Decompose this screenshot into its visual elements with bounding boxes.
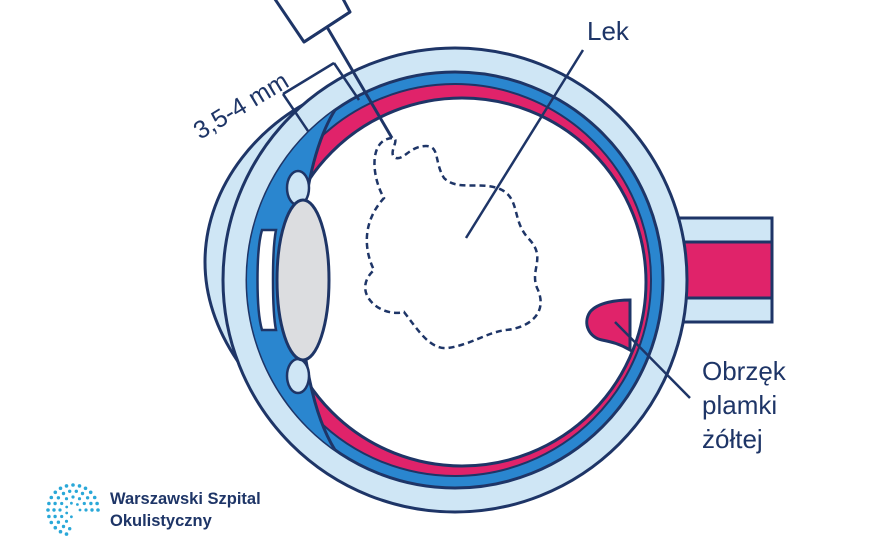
logo-dot (95, 501, 99, 506)
logo-dot (68, 489, 72, 493)
logo-dot (80, 491, 85, 496)
logo-dot (77, 484, 82, 488)
edema-label-line2: plamki (702, 390, 777, 420)
logo-dot (58, 486, 63, 491)
logo-dot (65, 511, 69, 515)
logo-dot (85, 496, 90, 500)
logo-dot (53, 525, 58, 530)
logo-line1: Warszawski Szpital (110, 490, 261, 508)
logo-dot (61, 491, 66, 496)
logo-dot (96, 508, 100, 512)
logo-dot (64, 532, 69, 536)
vitreous-body (276, 96, 648, 468)
logo-dot (53, 490, 58, 495)
iris-lower (285, 357, 311, 395)
logo-dot (89, 501, 93, 506)
logo-dot (60, 501, 64, 506)
logo-dot (88, 490, 93, 495)
logo-dot (64, 519, 69, 523)
logo-dot (70, 501, 73, 505)
logo-dot (53, 514, 57, 519)
hospital-logo-mark (46, 483, 100, 536)
logo-dot (56, 520, 61, 524)
syringe (273, 0, 394, 139)
macular-edema-bump (585, 298, 632, 353)
edema-label-line3: żółtej (702, 424, 763, 454)
logo-dot (65, 505, 69, 509)
logo-dot (77, 497, 82, 501)
logo-dot (83, 486, 88, 491)
logo-dot (58, 529, 63, 534)
logo-dot (74, 489, 79, 493)
logo-dot (82, 501, 86, 506)
logo-dot (71, 483, 75, 487)
drug-leader-line (464, 49, 585, 239)
logo-dot (49, 495, 54, 500)
logo-dot (68, 527, 72, 531)
logo-dot (92, 495, 97, 500)
logo-line2: Okulistyczny (110, 512, 213, 530)
edema-leader-line (614, 321, 691, 399)
logo-dot (47, 501, 51, 506)
logo-dot (56, 496, 61, 500)
logo-dot (78, 508, 82, 512)
logo-dot (52, 508, 56, 512)
logo-dot (53, 501, 57, 506)
logo-dot (70, 515, 73, 519)
logo-dot (71, 495, 75, 499)
logo-dot (61, 524, 66, 529)
logo-dot (60, 514, 64, 519)
lens (275, 198, 331, 362)
logo-dot (46, 508, 50, 512)
logo-dot (58, 508, 62, 512)
logo-dot (64, 484, 69, 488)
distance-marker (281, 61, 361, 132)
edema-label-line1: Obrzęk (702, 356, 787, 386)
logo-dot (47, 514, 51, 519)
drug-cloud (364, 136, 542, 350)
pupil-gap (256, 228, 278, 332)
logo-dot (84, 508, 88, 512)
drug-label: Lek (587, 16, 630, 46)
logo-dot (64, 497, 69, 501)
logo-dot (49, 520, 54, 525)
logo-dot (90, 508, 94, 512)
logo-dot (76, 503, 79, 506)
